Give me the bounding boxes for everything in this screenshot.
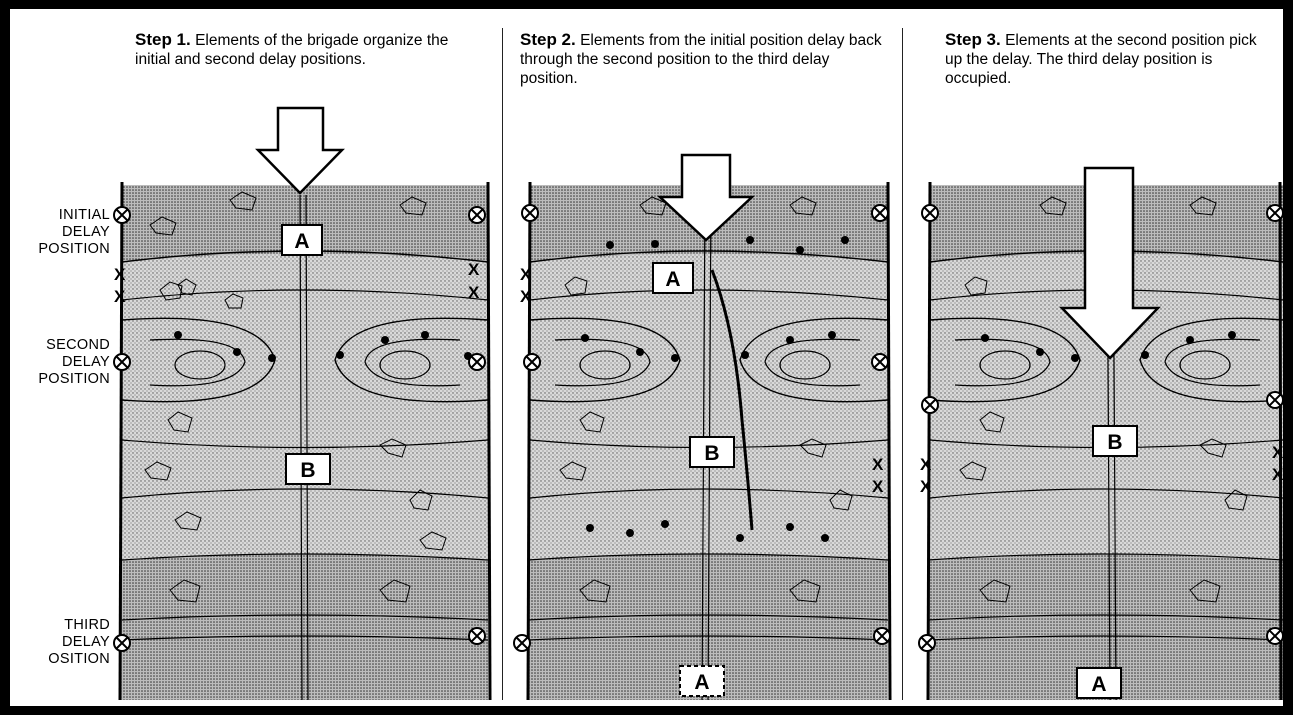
circle-x-icon <box>469 207 485 223</box>
panel-1-box-a: A <box>282 225 322 255</box>
svg-text:X: X <box>520 265 532 284</box>
svg-text:X: X <box>468 260 480 279</box>
panel-3-box-a: A <box>1077 668 1121 698</box>
circle-x-icon <box>522 205 538 221</box>
circle-x-icon <box>469 628 485 644</box>
circle-x-icon <box>1267 205 1283 221</box>
circle-x-icon <box>872 354 888 370</box>
svg-text:X: X <box>114 265 126 284</box>
svg-text:A: A <box>694 671 709 694</box>
panel-1-terrain <box>120 182 490 700</box>
panel-2-box-a-initial: A <box>653 263 693 293</box>
svg-text:X: X <box>872 455 884 474</box>
step-2-caption: Step 2. Elements from the initial positi… <box>520 30 890 88</box>
panel-divider-2 <box>902 28 903 700</box>
circle-x-icon <box>922 205 938 221</box>
circle-x-icon <box>469 354 485 370</box>
step-3-caption: Step 3. Elements at the second position … <box>945 30 1275 88</box>
step-3-title: Step 3. <box>945 30 1001 49</box>
circle-x-icon <box>514 635 530 651</box>
svg-text:A: A <box>665 268 680 291</box>
svg-text:X: X <box>1272 443 1284 462</box>
step-2-title: Step 2. <box>520 30 576 49</box>
circle-x-icon <box>872 205 888 221</box>
panel-2-box-b: B <box>690 437 734 467</box>
panel-1-box-b: B <box>286 454 330 484</box>
circle-x-icon <box>114 635 130 651</box>
circle-x-icon <box>114 207 130 223</box>
circle-x-icon <box>1267 628 1283 644</box>
circle-x-icon <box>114 354 130 370</box>
svg-text:A: A <box>1091 673 1106 696</box>
panel-1-movement-arrow <box>258 108 342 193</box>
svg-text:X: X <box>920 455 932 474</box>
circle-x-icon <box>1267 392 1283 408</box>
svg-text:X: X <box>114 287 126 306</box>
svg-text:X: X <box>468 283 480 302</box>
circle-x-icon <box>874 628 890 644</box>
panel-3-box-b: B <box>1093 426 1137 456</box>
svg-text:X: X <box>520 287 532 306</box>
panel-2-box-a-third: A <box>680 666 724 696</box>
svg-text:B: B <box>300 459 315 482</box>
svg-text:A: A <box>294 230 309 253</box>
svg-text:X: X <box>1272 465 1284 484</box>
panel-divider-1 <box>502 28 503 700</box>
circle-x-icon <box>524 354 540 370</box>
svg-text:X: X <box>920 477 932 496</box>
circle-x-icon <box>922 397 938 413</box>
svg-text:X: X <box>872 477 884 496</box>
svg-text:B: B <box>1107 431 1122 454</box>
circle-x-icon <box>919 635 935 651</box>
svg-text:B: B <box>704 442 719 465</box>
